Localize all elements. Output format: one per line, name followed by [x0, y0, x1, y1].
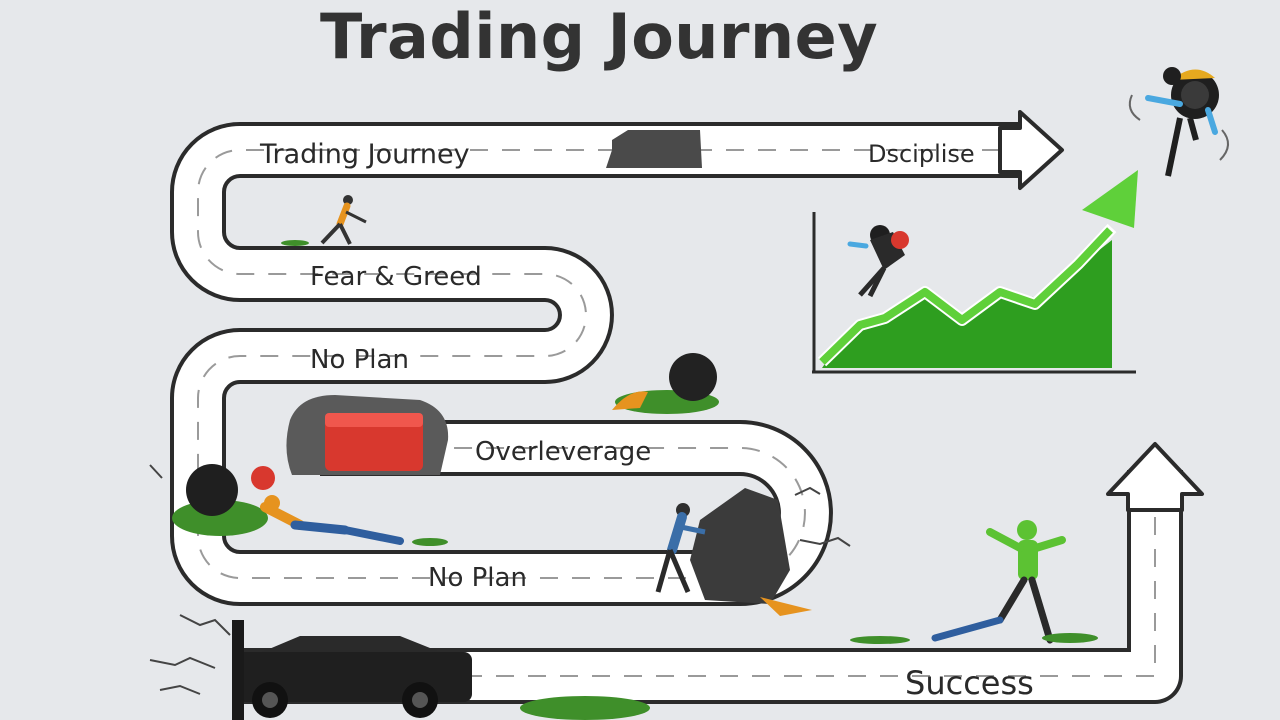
road-label-fear-greed: Fear & Greed	[310, 262, 482, 292]
jumping-person-icon	[1128, 67, 1229, 177]
rock-obstacle-icon	[286, 395, 449, 475]
road-arrow-icon	[1106, 442, 1204, 512]
road-label-start: Trading Journey	[259, 139, 470, 170]
bag-obstacle-icon	[612, 353, 719, 414]
success-person-icon	[850, 520, 1098, 644]
serpentine-road	[170, 110, 1204, 704]
crashed-car-icon	[149, 614, 650, 720]
road-label-no-plan-1: No Plan	[310, 345, 409, 375]
growth-chart-icon	[812, 170, 1138, 374]
road-label-discipline: Dsciplise	[868, 140, 975, 168]
crash-obstacle-icon	[149, 464, 275, 536]
road-label-overleverage: Overleverage	[475, 437, 651, 467]
road-label-no-plan-2: No Plan	[428, 563, 527, 593]
road-label-success: Success	[905, 664, 1034, 702]
rock-obstacle-icon	[606, 130, 702, 168]
road-arrow-icon	[998, 110, 1064, 190]
pushing-person-icon	[655, 486, 851, 616]
page-title: Trading Journey	[320, 0, 879, 73]
walking-person-icon	[281, 195, 367, 246]
falling-person-icon	[260, 495, 448, 546]
